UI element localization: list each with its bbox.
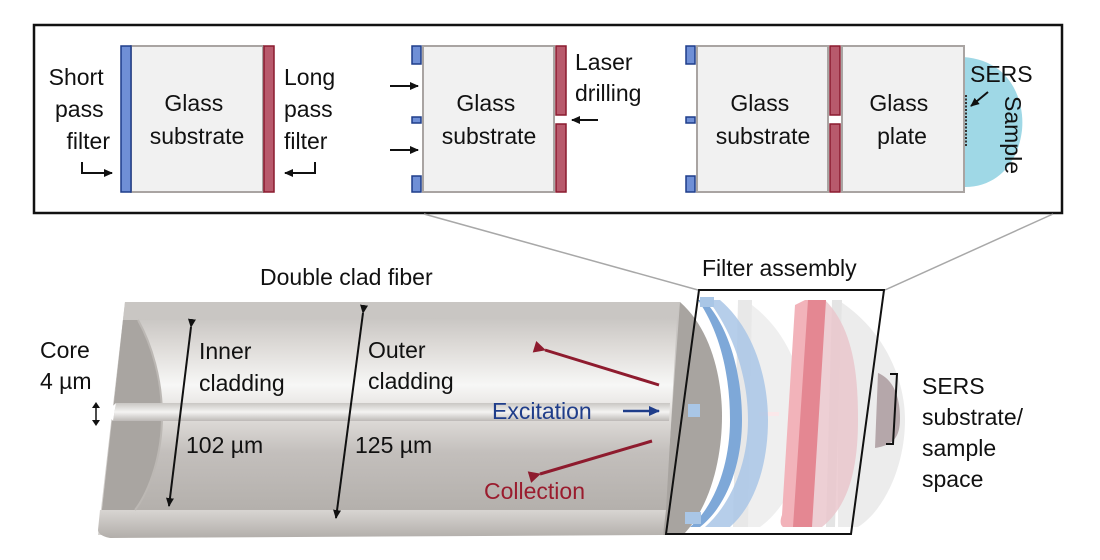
collection-label: Collection — [484, 478, 585, 504]
short-pass-filter-3d — [705, 300, 768, 527]
excitation-label: Excitation — [492, 398, 592, 424]
short-pass-segment — [685, 116, 696, 124]
sample-droplet — [963, 57, 1023, 188]
filter-assembly-title: Filter assembly — [702, 255, 857, 281]
long-pass-segment — [555, 123, 567, 193]
short-pass-segment — [685, 175, 696, 193]
laser-drilling-label: Laser drilling — [575, 49, 641, 106]
short-pass-segment — [685, 45, 696, 65]
glass-substrate-block — [130, 45, 264, 193]
sample-label: Sample — [1000, 96, 1026, 174]
core-dimension-icon — [92, 402, 100, 426]
panel-3-assembled-probe: Glass substrate Glass plate SERS Sample — [685, 45, 1033, 193]
fiber-rim-bottom — [98, 510, 666, 538]
outer-cladding-dimension-arrow — [333, 304, 369, 519]
collection-arrow-icon-lower — [527, 439, 653, 483]
outer-cladding-label: Outer cladding — [368, 337, 454, 394]
panel-2-laser-drilling: Glass substrate Laser drilling — [390, 45, 641, 193]
fiber-title: Double clad fiber — [260, 264, 433, 290]
excitation-aperture — [688, 404, 700, 417]
short-pass-segment — [411, 175, 422, 193]
short-pass-filter-layer — [120, 45, 132, 193]
short-pass-pointer-icon — [81, 162, 113, 177]
fiber-core — [113, 403, 670, 421]
glass-plate-label: Glass plate — [869, 90, 934, 149]
long-pass-segment — [829, 45, 841, 116]
glass-plate-block — [841, 45, 965, 193]
zoom-connector-right — [884, 213, 1054, 291]
short-pass-segment — [411, 45, 422, 65]
sers-space-bracket — [886, 373, 899, 445]
long-pass-filter-layer — [263, 45, 275, 193]
zoom-connector-left — [423, 213, 699, 291]
inner-cladding-label: Inner cladding — [199, 338, 285, 396]
long-pass-segment — [829, 123, 841, 193]
inner-cladding-dimension-arrow — [166, 318, 196, 507]
short-pass-segment — [411, 116, 422, 124]
long-pass-filter-3d — [790, 300, 826, 527]
panel1-glass-label: Glass substrate — [150, 90, 245, 149]
long-pass-segment — [555, 45, 567, 116]
glass-plate-disc — [838, 300, 905, 527]
sers-pointer-icon — [970, 91, 989, 107]
panel3-substrate-label: Glass substrate — [716, 90, 811, 149]
collection-arrow-icon-upper — [532, 341, 660, 387]
glass-substrate-block — [422, 45, 555, 193]
long-pass-pointer-icon — [284, 162, 316, 177]
sers-label: SERS — [970, 61, 1033, 87]
inner-cladding-dimension: 102 µm — [186, 432, 263, 458]
glass-substrate-block — [696, 45, 829, 193]
panel2-glass-label: Glass substrate — [442, 90, 537, 149]
long-pass-filter-label: Long pass filter — [284, 64, 342, 154]
filter-assembly-outline — [664, 289, 886, 535]
outer-cladding-dimension: 125 µm — [355, 432, 432, 458]
panel-1-filter-stack: Glass substrate Short pass filter Long p… — [49, 45, 342, 193]
filter-assembly-3d — [685, 297, 905, 527]
short-pass-filter-label: Short pass filter — [49, 64, 111, 154]
fiber-rim-top — [123, 302, 680, 320]
sers-space-label: SERS substrate/ sample space — [922, 373, 1029, 492]
core-label: Core 4 µm — [40, 337, 96, 394]
